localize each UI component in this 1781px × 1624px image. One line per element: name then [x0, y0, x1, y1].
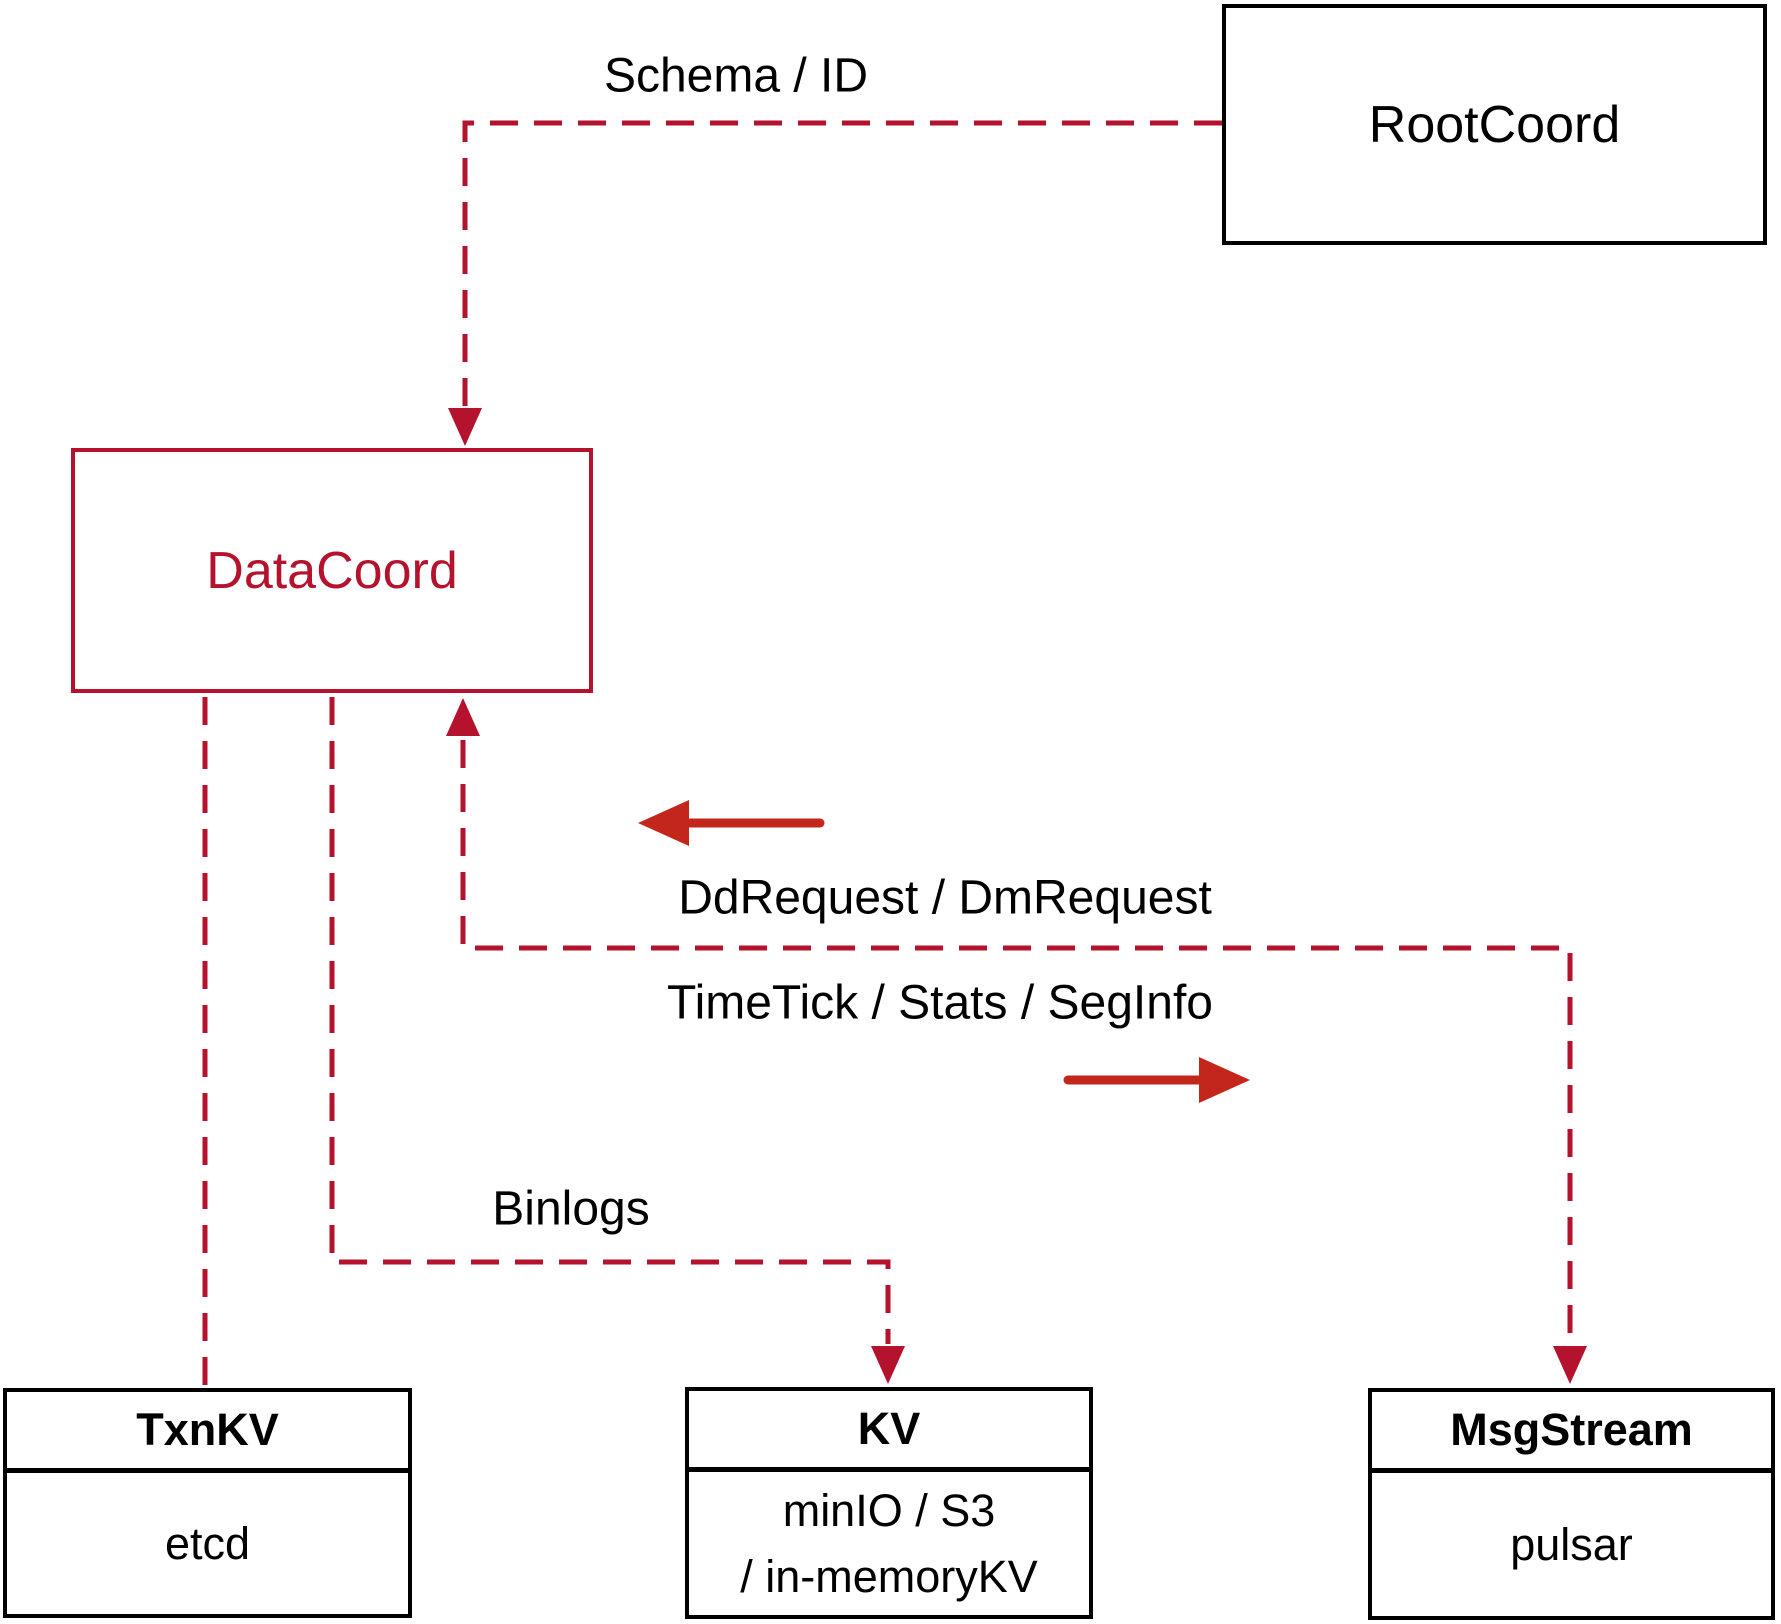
- txnkv-label: TxnKV: [136, 1404, 279, 1455]
- msgstream-node: MsgStream pulsar: [1368, 1388, 1775, 1620]
- kv-body: minIO / S3 / in-memoryKV: [689, 1472, 1089, 1615]
- left-direction-arrow-icon: [638, 800, 689, 846]
- edge-label-schema-id: Schema / ID: [603, 49, 869, 103]
- msgstream-header: MsgStream: [1372, 1392, 1771, 1473]
- kv-header: KV: [689, 1391, 1089, 1472]
- kv-impl-line1: minIO / S3: [782, 1485, 996, 1537]
- kv-node: KV minIO / S3 / in-memoryKV: [685, 1387, 1093, 1619]
- msgstream-label: MsgStream: [1450, 1404, 1693, 1455]
- txnkv-node: TxnKV etcd: [3, 1388, 412, 1618]
- connector-schema-id: [462, 120, 1222, 408]
- datacoord-node: DataCoord: [71, 448, 593, 693]
- connector-binlogs: [329, 697, 891, 1344]
- arrowhead-into-kv-top-icon: [871, 1346, 905, 1384]
- connector-msgstream-datacoord: [460, 740, 1573, 1344]
- right-direction-arrow-icon: [1199, 1057, 1250, 1103]
- arrowhead-into-datacoord-bottom-icon: [446, 698, 480, 736]
- datacoord-label: DataCoord: [206, 541, 458, 600]
- rootcoord-node: RootCoord: [1222, 4, 1767, 245]
- kv-impl-line2: / in-memoryKV: [740, 1550, 1038, 1602]
- edge-label-binlogs: Binlogs: [492, 1182, 650, 1236]
- arrowhead-into-msgstream-top-icon: [1553, 1346, 1587, 1384]
- arrowhead-into-datacoord-top-icon: [448, 408, 482, 446]
- msgstream-body: pulsar: [1372, 1473, 1771, 1616]
- msgstream-impl: pulsar: [1510, 1518, 1633, 1570]
- txnkv-impl: etcd: [164, 1517, 251, 1569]
- rootcoord-label: RootCoord: [1368, 95, 1621, 154]
- txnkv-body: etcd: [7, 1473, 408, 1614]
- edge-label-timetick-stats-seginfo: TimeTick / Stats / SegInfo: [667, 976, 1213, 1030]
- edge-label-dd-dm-request: DdRequest / DmRequest: [678, 871, 1212, 925]
- kv-label: KV: [857, 1403, 921, 1454]
- txnkv-header: TxnKV: [7, 1392, 408, 1473]
